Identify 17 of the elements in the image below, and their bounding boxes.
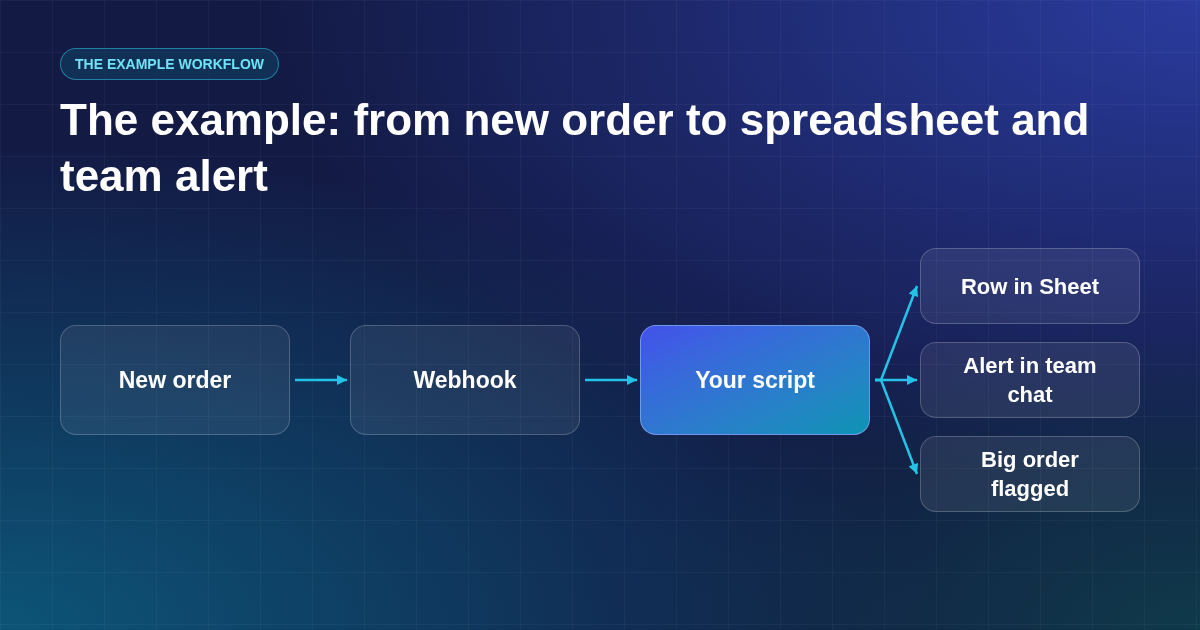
process-box bbox=[350, 325, 580, 435]
node-label: Big order flagged bbox=[980, 446, 1080, 503]
process-box bbox=[60, 325, 290, 435]
title: The example: from new order to spreadsheet and team alert bbox=[60, 94, 1091, 202]
process-box bbox=[920, 436, 1140, 512]
node-label: Row in Sheet bbox=[960, 272, 1100, 301]
node-label: New order bbox=[118, 365, 232, 395]
process-box bbox=[920, 342, 1140, 418]
process-box bbox=[920, 248, 1140, 324]
node-label: Your script bbox=[695, 365, 815, 395]
category-tag: THE EXAMPLE WORKFLOW bbox=[60, 48, 279, 80]
arrow bbox=[295, 375, 347, 385]
highlighted-process-box bbox=[640, 325, 870, 435]
node-label: Webhook bbox=[413, 365, 517, 395]
arrow bbox=[585, 375, 637, 385]
node-label: Alert in team chat bbox=[962, 352, 1098, 409]
arrow bbox=[875, 378, 919, 475]
